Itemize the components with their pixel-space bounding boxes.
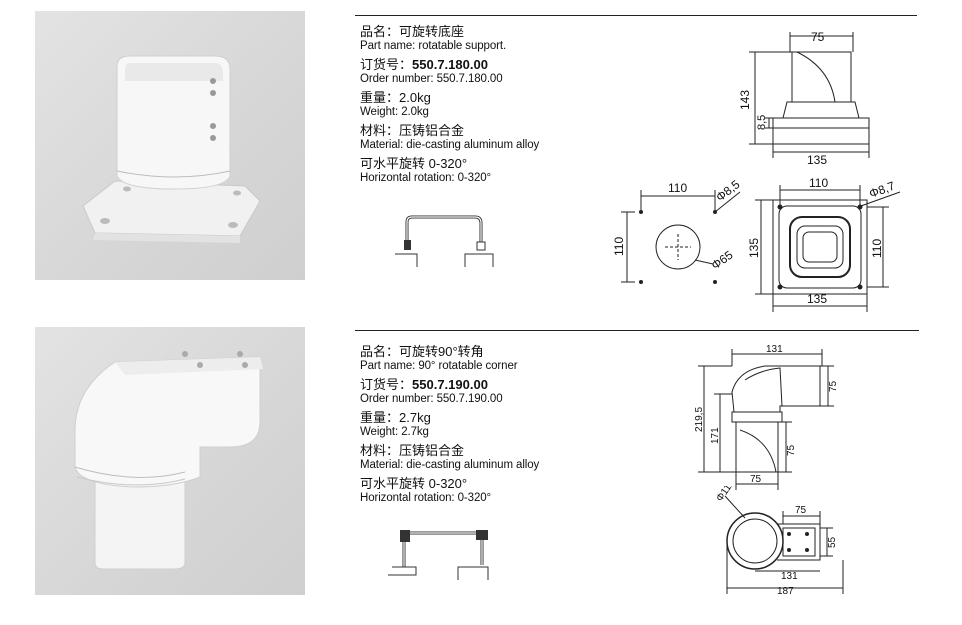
rotation-cn-line: 可水平旋转 0-320° [360, 476, 468, 491]
name-cn-line: 品名：可旋转90°转角 [360, 344, 484, 359]
dim-total-height: 219,5 [694, 407, 705, 432]
dim-hole-spacing-v: 110 [612, 237, 626, 256]
weight-cn-line: 重量：2.7kg [360, 410, 431, 425]
material-cn-line: 材料：压铸铝合金 [360, 443, 465, 458]
dim-base-width: 135 [807, 153, 827, 167]
dim-top-spacing: 110 [809, 176, 828, 190]
rotation-en-line: Horizontal rotation: 0-320° [360, 492, 492, 504]
dim-hole-dia: Φ8,5 [713, 177, 743, 204]
product-info-1: 品名：可旋转底座 Part name: rotatable support. 订… [360, 24, 600, 189]
dim-flange: 8,5 [756, 115, 768, 130]
section-divider-top [355, 15, 917, 16]
name-en-line: Part name: 90° rotatable corner [360, 360, 518, 372]
rotation-cn-line: 可水平旋转 0-320° [360, 156, 468, 171]
dim-plan-total: 187 [777, 586, 794, 596]
dim-lower-height: 171 [710, 427, 721, 444]
section-divider-middle [355, 330, 919, 331]
product-photo-rotatable-support [35, 11, 305, 280]
drawing-top-view-1: 110 Φ8,7 135 110 135 [747, 176, 901, 312]
usage-sketch-1 [395, 215, 494, 267]
dim-plan-width: 75 [795, 505, 807, 516]
material-en-line: Material: die-casting aluminum alloy [360, 139, 540, 151]
drawing-hole-pattern-1: 110 110 Φ8,5 Φ65 [612, 177, 743, 284]
dim-height: 143 [738, 90, 752, 110]
rotation-en-line: Horizontal rotation: 0-320° [360, 172, 492, 184]
dim-side-height: 75 [828, 380, 839, 392]
usage-sketch-2 [388, 530, 489, 580]
dim-plan-side: 55 [827, 536, 838, 548]
dim-plate-bottom: 135 [807, 292, 827, 306]
name-cn-line: 品名：可旋转底座 [360, 24, 465, 39]
drawing-side-view-2: 131 75 219,5 171 75 75 [694, 344, 839, 490]
weight-cn-line: 重量：2.0kg [360, 90, 431, 105]
weight-en-line: Weight: 2.7kg [360, 426, 429, 438]
name-en-line: Part name: rotatable support. [360, 40, 507, 52]
dim-top-width: 75 [811, 30, 825, 44]
dim-circle-dia: Φ65 [709, 248, 736, 273]
dim-dia: Φ112 [715, 486, 737, 504]
product-info-2: 品名：可旋转90°转角 Part name: 90° rotatable cor… [360, 344, 600, 509]
dim-top-length: 131 [766, 344, 783, 355]
order-en-line: Order number: 550.7.190.00 [360, 393, 503, 405]
dim-plate-side: 135 [747, 238, 761, 258]
order-en-line: Order number: 550.7.180.00 [360, 73, 503, 85]
order-cn-line: 订货号：550.7.180.00 [360, 57, 488, 72]
drawing-plan-view-2: Φ112 75 55 131 187 [715, 486, 844, 596]
dim-bottom-width: 75 [750, 474, 762, 485]
dim-top-hole-dia: Φ8,7 [867, 179, 897, 201]
material-cn-line: 材料：压铸铝合金 [360, 123, 465, 138]
dim-plan-length: 131 [781, 571, 798, 582]
dim-lower-side: 75 [786, 444, 797, 456]
drawing-side-view-1: 75 143 8,5 135 [738, 30, 870, 167]
dim-plate-right: 110 [870, 239, 884, 258]
weight-en-line: Weight: 2.0kg [360, 106, 429, 118]
dim-hole-spacing-h: 110 [668, 181, 687, 195]
order-cn-line: 订货号：550.7.190.00 [360, 377, 488, 392]
material-en-line: Material: die-casting aluminum alloy [360, 459, 540, 471]
product-photo-90-corner [35, 327, 305, 595]
